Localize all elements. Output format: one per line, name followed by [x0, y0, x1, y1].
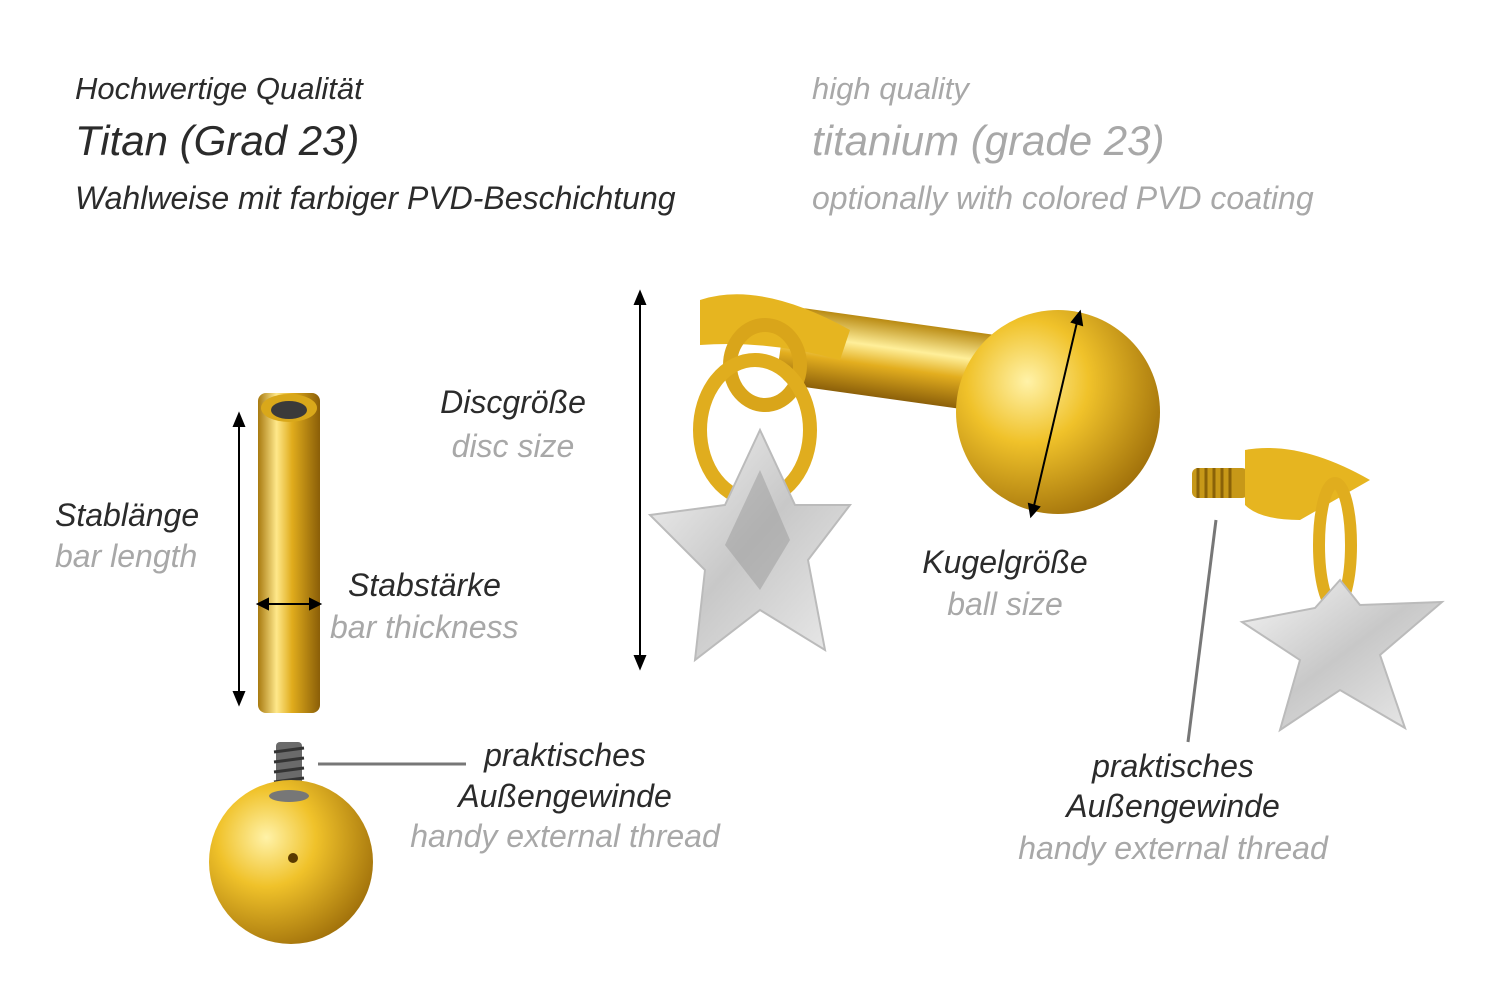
coating-de: Wahlweise mit farbiger PVD-Beschichtung — [75, 180, 676, 216]
thread-left-de2: Außengewinde — [458, 778, 672, 814]
coating-en: optionally with colored PVD coating — [812, 180, 1314, 216]
bar-thickness-de: Stabstärke — [348, 567, 501, 603]
bar-length-de: Stablänge — [55, 497, 200, 533]
disc-with-thread-star — [1192, 448, 1445, 733]
thread-left-de1: praktisches — [484, 737, 646, 773]
ball-size-de: Kugelgröße — [922, 544, 1088, 580]
quality-de: Hochwertige Qualität — [75, 71, 363, 106]
thread-right-de1: praktisches — [1092, 748, 1254, 784]
quality-en: high quality — [812, 71, 969, 106]
bar-part — [258, 393, 320, 713]
thread-left-en: handy external thread — [410, 818, 720, 854]
bar-length-arrow — [232, 411, 246, 707]
cartilage-piercing-star — [647, 294, 1160, 663]
thread-right-de2: Außengewinde — [1066, 788, 1280, 824]
bar-length-en: bar length — [55, 538, 198, 574]
disc-size-en: disc size — [451, 428, 575, 464]
ball-size-arrow — [1027, 309, 1084, 519]
disc-size-de: Discgröße — [440, 384, 586, 420]
thread-right-en: handy external thread — [1018, 830, 1328, 866]
material-en: titanium (grade 23) — [812, 117, 1165, 164]
bar-thickness-en: bar thickness — [330, 609, 519, 645]
disc-size-arrow — [633, 289, 647, 671]
thread-pointer-right — [1186, 519, 1218, 743]
ball-with-thread — [209, 742, 373, 944]
ball-size-en: ball size — [947, 586, 1063, 622]
material-de: Titan (Grad 23) — [75, 117, 360, 164]
bar-thickness-arrow — [255, 597, 323, 611]
